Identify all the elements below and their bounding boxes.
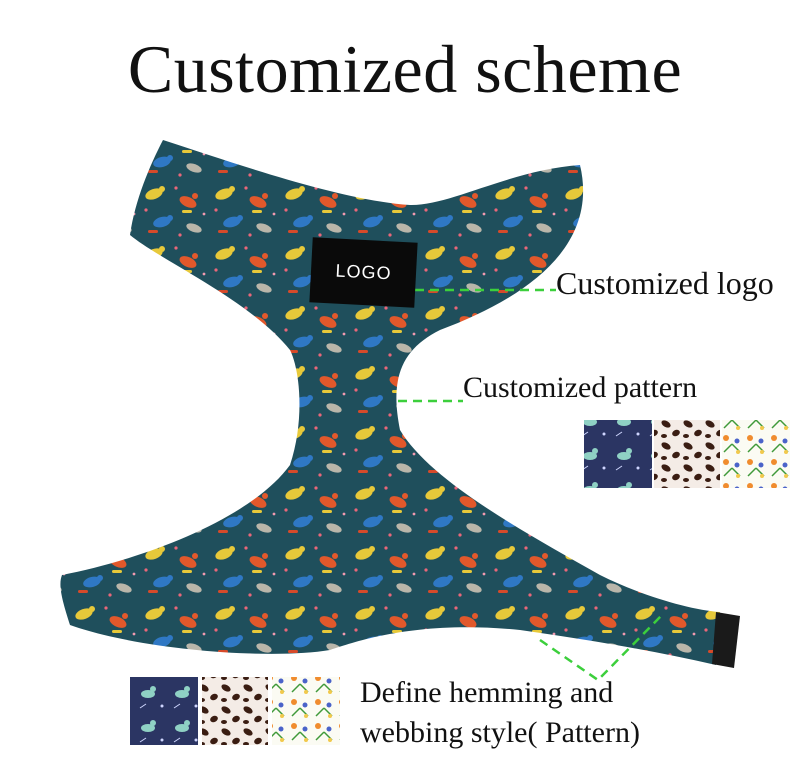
hemming-leader-line xyxy=(539,614,663,682)
hemming-label-line1: Define hemming and xyxy=(360,676,614,709)
logo-badge-text: LOGO xyxy=(335,260,393,284)
hemming-label: Define hemming and webbing style( Patter… xyxy=(360,673,800,753)
hemming-swatch-leopard[interactable] xyxy=(202,677,268,745)
pattern-swatch-floral[interactable] xyxy=(722,420,790,488)
pattern-swatch-leopard[interactable] xyxy=(654,420,720,488)
pattern-swatch-dino[interactable] xyxy=(584,420,652,488)
page-title: Customized scheme xyxy=(127,31,683,107)
harness-body xyxy=(60,140,720,665)
customized-pattern-label: Customized pattern xyxy=(463,371,698,404)
logo-placeholder: LOGO xyxy=(309,237,418,308)
customized-logo-label: Customized logo xyxy=(556,265,774,301)
hemming-swatch-floral[interactable] xyxy=(272,677,340,745)
webbing-end xyxy=(712,612,740,668)
hemming-label-line2: webbing style( Pattern) xyxy=(360,716,640,749)
hemming-swatch-dino[interactable] xyxy=(130,677,198,745)
